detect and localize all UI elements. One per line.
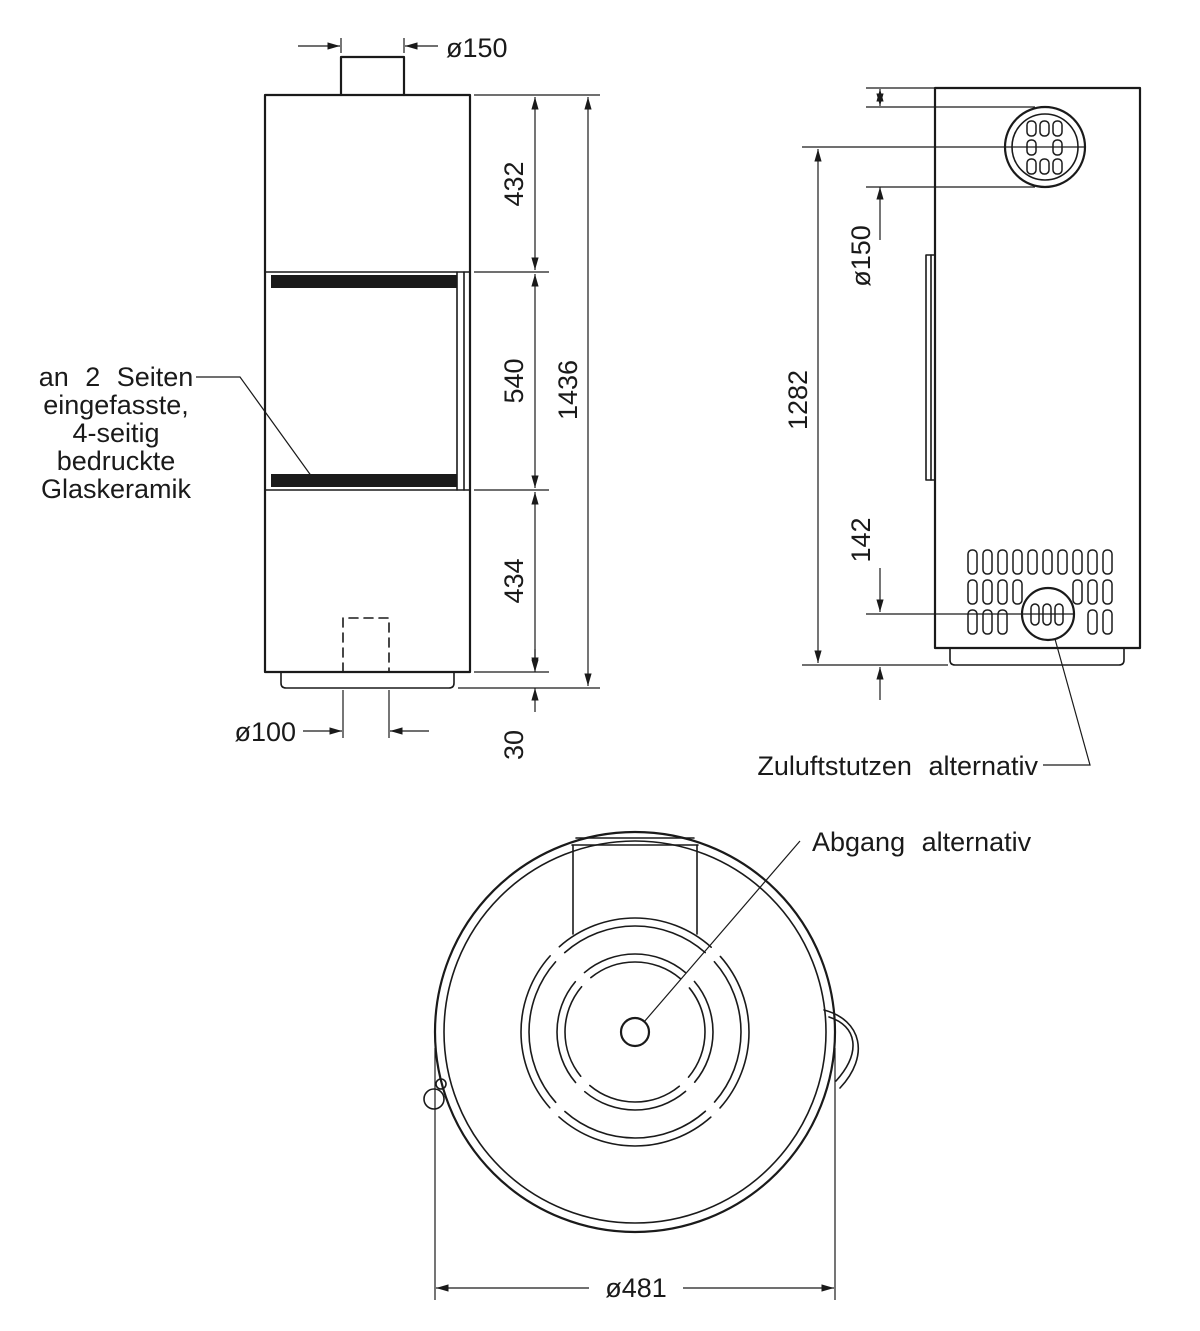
- side-body-outline: [933, 86, 1142, 650]
- dim-inlet-height: 142: [846, 517, 884, 700]
- flue-stub: [339, 55, 406, 97]
- floor-pipe-hidden: [342, 617, 390, 673]
- glass-panel: [271, 271, 465, 491]
- front-body-outline: [263, 93, 472, 674]
- dim-lower-height: 434: [499, 492, 539, 670]
- dim-flue-diameter-side: ø150: [846, 89, 884, 287]
- dim-total-height: 1436: [553, 97, 592, 686]
- glass-annotation: an 2 Seiten eingefasste, 4-seitig bedruc…: [39, 362, 313, 504]
- hinge-knob: [423, 1078, 447, 1110]
- inlet-annotation: Zuluftstutzen alternativ: [757, 638, 1091, 781]
- dim-upper-height-label: 432: [499, 161, 529, 206]
- dim-flue-center-height-label: 1282: [783, 370, 813, 430]
- glass-annotation-line-5: Glaskeramik: [41, 474, 192, 504]
- top-inner-wall-circle: [443, 840, 827, 1224]
- glass-annotation-line-4: bedruckte: [57, 446, 176, 476]
- dim-upper-height: 432: [499, 97, 539, 270]
- side-door-edge: [925, 254, 936, 481]
- dim-flue-diameter-side-label: ø150: [846, 225, 876, 287]
- dim-flue-center-height: 1282: [783, 149, 822, 663]
- outlet-annotation-label: Abgang alternativ: [812, 827, 1032, 857]
- convection-rings: [520, 917, 750, 1147]
- dim-outer-diameter-label: ø481: [605, 1273, 667, 1303]
- dim-outer-diameter: ø481: [434, 1048, 836, 1303]
- door-handle: [823, 1009, 859, 1089]
- side-plinth: [949, 647, 1125, 666]
- glass-annotation-line-1: an 2 Seiten: [39, 362, 194, 392]
- inlet-annotation-leader: [1043, 638, 1091, 766]
- dim-floor-pipe-label: ø100: [234, 717, 296, 747]
- dim-flue-diameter-front-label: ø150: [446, 33, 508, 63]
- dim-total-height-label: 1436: [553, 360, 583, 420]
- dim-base-height: 30: [499, 649, 539, 760]
- glass-annotation-line-2: eingefasste,: [43, 390, 189, 420]
- dim-base-height-label: 30: [499, 730, 529, 760]
- center-outlet-circle: [619, 1016, 651, 1048]
- outlet-annotation: Abgang alternativ: [643, 827, 1032, 1023]
- outlet-annotation-leader: [643, 840, 801, 1023]
- side-view: ø150 1282 142 Zuluftstutzen alternativ: [757, 86, 1142, 781]
- rear-panel-top: [571, 837, 699, 935]
- top-outer-circle: [433, 830, 837, 1234]
- front-view: ø150 432 540 434 30 1: [39, 33, 600, 760]
- glass-annotation-leader: [196, 376, 313, 478]
- inlet-annotation-label: Zuluftstutzen alternativ: [757, 751, 1038, 781]
- top-view: Abgang alternativ ø481: [423, 827, 1032, 1303]
- front-plinth: [280, 671, 455, 689]
- glass-annotation-line-3: 4-seitig: [72, 418, 159, 448]
- dim-flue-diameter-front: ø150: [298, 33, 508, 63]
- dim-floor-pipe: ø100: [234, 690, 429, 747]
- dim-lower-height-label: 434: [499, 558, 529, 603]
- ventilation-grille: [967, 549, 1113, 635]
- dim-inlet-height-label: 142: [846, 517, 876, 562]
- dim-glass-height: 540: [499, 274, 539, 488]
- dim-glass-height-label: 540: [499, 358, 529, 403]
